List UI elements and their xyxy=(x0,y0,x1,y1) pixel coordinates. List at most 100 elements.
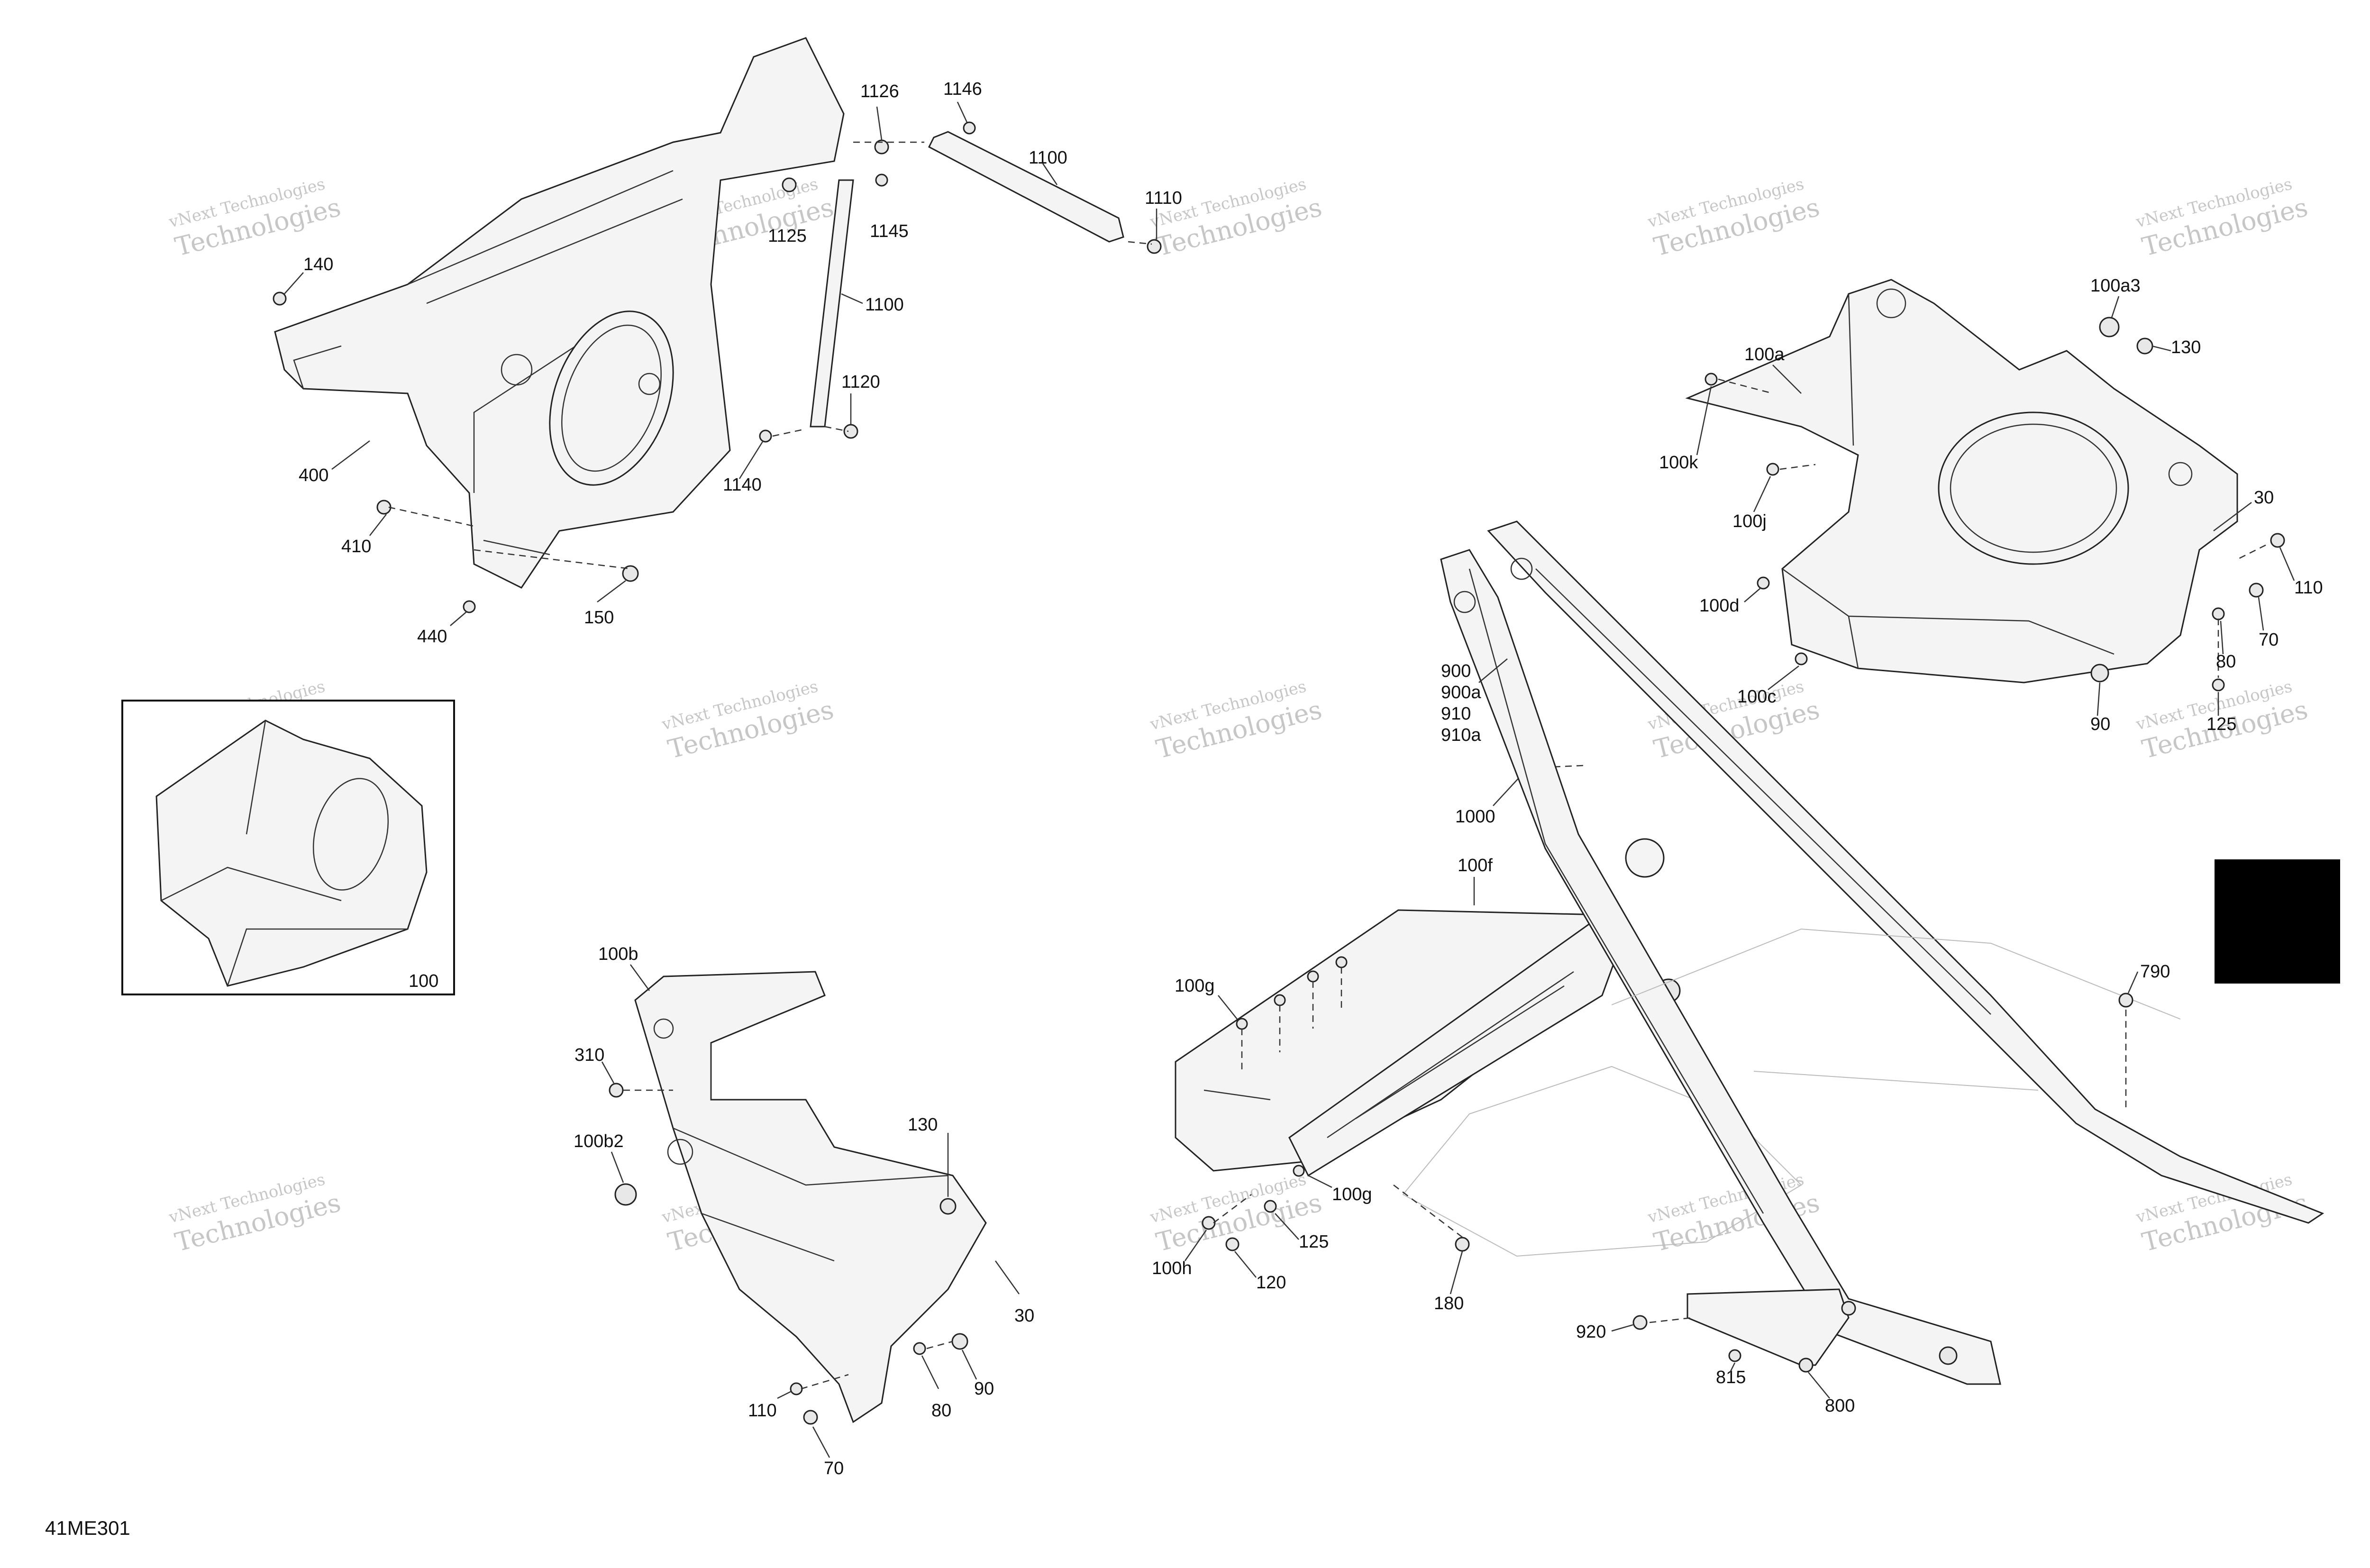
callout-100k: 100k xyxy=(1659,453,1698,473)
callouts-floor-plate: 100f 100g 100g 125 100h 120 180 1000 xyxy=(1152,775,1522,1313)
bolt-815 xyxy=(1728,1349,1741,1362)
callout-100: 100 xyxy=(409,971,438,991)
tube-end-boss xyxy=(1939,1346,1958,1365)
nut-150 xyxy=(622,565,639,582)
callout-100a: 100a xyxy=(1744,345,1785,365)
bolt-410 xyxy=(376,500,392,515)
callout-1140: 1140 xyxy=(723,475,762,495)
callout-100h: 100h xyxy=(1152,1258,1192,1278)
nut-1126 xyxy=(874,139,889,155)
callout-100c: 100c xyxy=(1737,687,1776,707)
plate-800 xyxy=(1686,1288,1850,1366)
bolt-100d xyxy=(1757,576,1770,590)
nut-920 xyxy=(1632,1315,1648,1330)
callout-100j: 100j xyxy=(1732,511,1767,531)
callout-310: 310 xyxy=(574,1045,604,1065)
nut-790 xyxy=(2118,993,2133,1008)
callout-100b2: 100b2 xyxy=(574,1131,624,1151)
callout-100f: 100f xyxy=(1458,856,1493,875)
rear-frame-opening xyxy=(1938,411,2129,565)
rear-frame-assembly xyxy=(1685,279,2285,692)
callout-400: 400 xyxy=(299,465,328,485)
bolt-100g-2 xyxy=(1274,994,1286,1006)
callouts-roll-cage: 900 900a 910 910a 920 815 800 790 xyxy=(1441,658,2170,1416)
callout-1120: 1120 xyxy=(841,372,880,392)
floor-plate-100f xyxy=(1175,909,1622,1172)
watermark: vNext Technologies Technologies xyxy=(167,174,344,262)
bolt-100g-3 xyxy=(1307,970,1319,983)
tube-900 xyxy=(1440,549,2001,1385)
callout-180: 180 xyxy=(1434,1294,1464,1313)
plug-100b2 xyxy=(614,1183,637,1206)
callout-130: 130 xyxy=(908,1115,938,1135)
callout-910a: 910a xyxy=(1441,725,1481,745)
overview-assembly-100: 100 xyxy=(121,700,455,995)
callout-920: 920 xyxy=(1576,1322,1606,1342)
bolt-100c xyxy=(1795,652,1808,665)
overview-frame xyxy=(155,720,428,987)
watermark: vNext Technologies Technologies xyxy=(2134,174,2311,262)
nut-90 xyxy=(951,1333,968,1350)
callout-790: 790 xyxy=(2140,962,2170,982)
clip-100h xyxy=(1202,1216,1216,1230)
bolt-100g-1 xyxy=(1236,1018,1248,1030)
bolt-110 xyxy=(790,1382,803,1395)
callout-70-rear: 70 xyxy=(2259,630,2279,650)
callout-100d: 100d xyxy=(1699,596,1740,616)
watermark: vNext Technologies Technologies xyxy=(1646,174,1823,262)
callout-1100: 1100 xyxy=(1029,148,1067,168)
callout-70: 70 xyxy=(824,1459,844,1478)
callout-110-rear: 110 xyxy=(2294,578,2323,598)
callout-1146: 1146 xyxy=(943,79,982,99)
callouts-front-frame: 1126 1146 1100 1110 1125 1145 1100 140 1… xyxy=(284,79,1182,647)
callout-1145: 1145 xyxy=(870,221,909,241)
bolt-100g-5 xyxy=(1293,1165,1305,1177)
bolt-100g-4 xyxy=(1335,956,1348,968)
bolt-140 xyxy=(273,292,287,306)
nut-1120 xyxy=(843,424,858,439)
callout-120: 120 xyxy=(1256,1273,1286,1293)
roll-cage-assembly xyxy=(1440,520,2324,1385)
nut-1125 xyxy=(782,177,797,192)
nut-130 xyxy=(939,1198,957,1215)
callout-110: 110 xyxy=(748,1401,777,1421)
bolt-120 xyxy=(1225,1237,1240,1251)
watermark: vNext Technologies Technologies xyxy=(1148,677,1325,765)
bolt-310 xyxy=(609,1083,624,1098)
bolt-1140 xyxy=(759,429,772,443)
bolt-440 xyxy=(463,600,476,613)
bolt-1110 xyxy=(1147,239,1162,254)
bolt-100j xyxy=(1766,463,1779,476)
callout-1126: 1126 xyxy=(860,82,899,101)
brace-rod-1100a xyxy=(928,131,1124,243)
callout-125-rear: 125 xyxy=(2206,714,2236,734)
callout-1110: 1110 xyxy=(1145,188,1182,208)
side-support-100b xyxy=(634,971,987,1423)
nut-800b xyxy=(1798,1358,1814,1373)
bolt-1146 xyxy=(963,121,976,135)
callout-90: 90 xyxy=(974,1379,994,1399)
tube-junction xyxy=(1625,838,1665,878)
front-frame-400 xyxy=(274,37,845,589)
callout-80-rear: 80 xyxy=(2216,652,2236,672)
washer-80-rear xyxy=(2212,607,2225,620)
callouts-rear-frame: 100a3 130 100a 100k 100j 30 100d 110 70 … xyxy=(1659,276,2323,734)
callout-130-rear: 130 xyxy=(2171,337,2201,357)
callout-100a3: 100a3 xyxy=(2090,276,2141,296)
callout-1125: 1125 xyxy=(768,226,807,246)
bolt-180 xyxy=(1455,1237,1470,1252)
callout-150: 150 xyxy=(584,608,614,628)
callout-900: 900 xyxy=(1441,661,1471,681)
callout-1000: 1000 xyxy=(1455,807,1495,827)
callout-100b: 100b xyxy=(598,944,638,964)
bolt-125 xyxy=(1264,1200,1277,1213)
callout-900a: 900a xyxy=(1441,683,1481,702)
watermark: vNext Technologies Technologies xyxy=(1148,174,1325,262)
bolt-70-rear xyxy=(2249,583,2264,598)
tube-910 xyxy=(1487,520,2324,1224)
callout-440: 440 xyxy=(417,627,447,647)
section-tab xyxy=(2215,859,2340,984)
callout-140: 140 xyxy=(303,255,333,274)
callout-800: 800 xyxy=(1825,1396,1855,1416)
